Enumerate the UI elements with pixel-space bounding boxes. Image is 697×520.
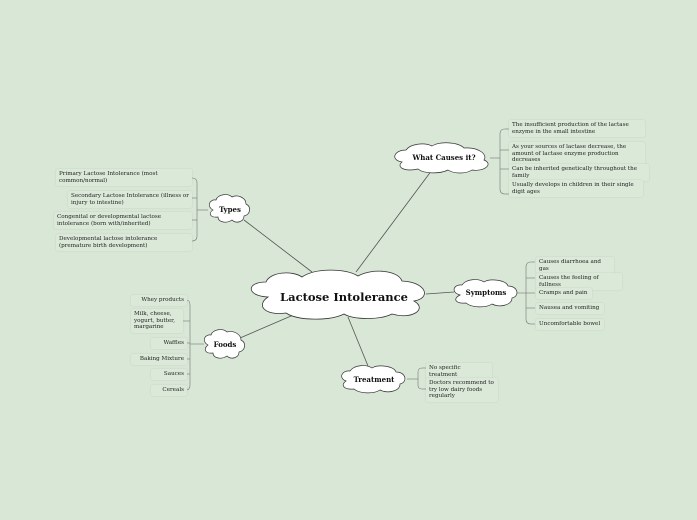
link-central-types	[243, 219, 313, 273]
types-bracket	[188, 177, 208, 242]
link-central-causes	[355, 169, 433, 273]
causes-item[interactable]: Usually develops in children in their si…	[509, 180, 643, 198]
symptoms-item[interactable]: Cramps and pain	[536, 288, 592, 299]
treatment-bracket	[407, 367, 426, 390]
types-item[interactable]: Developmental lactose intolerance (prema…	[56, 234, 192, 252]
causes-cloud-shape	[394, 142, 489, 174]
causes-bracket	[490, 128, 509, 195]
branch-types[interactable]: Types	[219, 205, 241, 214]
types-item[interactable]: Congenital or developmental lactose into…	[54, 212, 192, 230]
symptoms-item[interactable]: Uncomfortable bowel	[536, 319, 604, 330]
branch-causes[interactable]: What Causes it?	[412, 153, 476, 162]
branch-treatment[interactable]: Treatment	[353, 375, 395, 384]
treatment-item[interactable]: No specific treatment	[426, 363, 492, 381]
link-central-treatment	[347, 316, 369, 367]
symptoms-item[interactable]: Causes diarrhoea and gas	[536, 257, 614, 275]
types-item[interactable]: Secondary Lactose Intolerance (illness o…	[68, 191, 192, 209]
foods-item[interactable]: Whey products	[131, 295, 187, 306]
symptoms-bracket	[516, 261, 535, 325]
foods-item[interactable]: Waffles	[151, 338, 187, 349]
symptoms-cloud-shape	[453, 279, 518, 308]
foods-item[interactable]: Cereals	[151, 385, 187, 396]
causes-item[interactable]: Can be inherited genetically throughout …	[509, 164, 649, 182]
types-item[interactable]: Primary Lactose Intolerance (most common…	[56, 169, 192, 187]
link-central-symptoms	[425, 291, 455, 295]
treatment-item[interactable]: Doctors recommend to try low dairy foods…	[426, 378, 498, 402]
foods-item[interactable]: Baking Mixture	[131, 354, 187, 365]
branch-symptoms[interactable]: Symptoms	[465, 288, 507, 297]
types-cloud-shape	[208, 194, 250, 223]
central-topic[interactable]: Lactose Intolerance	[280, 290, 408, 304]
symptoms-item[interactable]: Nausea and vomiting	[536, 303, 604, 314]
causes-item[interactable]: As your sources of lactase decrease, the…	[509, 142, 645, 166]
foods-item[interactable]: Milk, cheese, yogurt, butter, margarine	[131, 309, 183, 333]
causes-item[interactable]: The insufficient production of the lacta…	[509, 120, 645, 138]
foods-item[interactable]: Sauces	[151, 369, 187, 380]
symptoms-item[interactable]: Causes the feeling of fullness	[536, 273, 622, 291]
central-cloud-shape	[250, 269, 425, 320]
treatment-cloud-shape	[341, 365, 406, 394]
link-central-foods	[239, 312, 299, 339]
foods-cloud-shape	[203, 329, 245, 359]
branch-foods[interactable]: Foods	[213, 340, 237, 349]
